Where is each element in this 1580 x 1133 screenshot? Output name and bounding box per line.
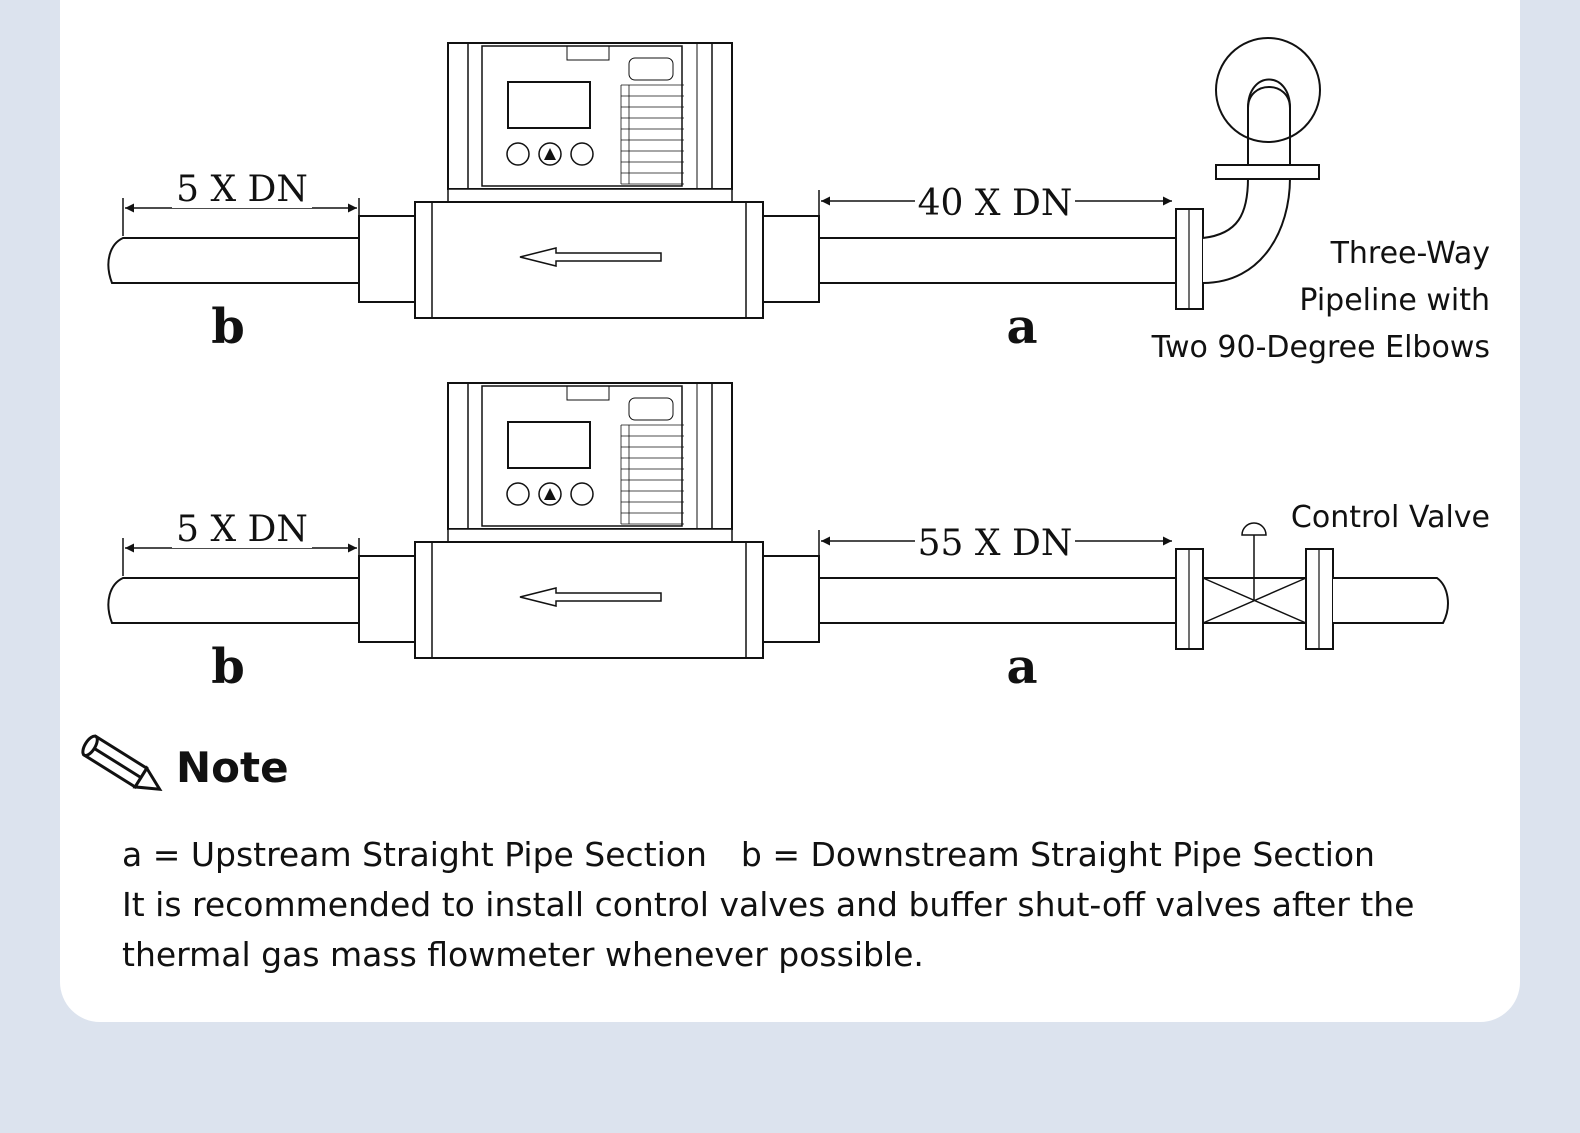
downstream-distance-label: 5 X DN <box>176 169 308 210</box>
note-header: Note <box>78 732 289 802</box>
legend-line: a = Upstream Straight Pipe Section b = Do… <box>122 830 1442 880</box>
legend-upstream: a = Upstream Straight Pipe Section <box>122 835 707 874</box>
upstream-letter: a <box>1006 639 1037 695</box>
diagram-elbow: 5 X DN b 40 X DN a <box>107 37 1321 355</box>
downstream-letter: b <box>211 299 245 355</box>
control-valve-label: Control Valve <box>1291 494 1490 541</box>
upstream-letter: a <box>1006 299 1037 355</box>
fitting-label-line: Three-Way <box>1330 236 1490 271</box>
installation-diagrams: 5 X DN b 40 X DN a 5 X DN b 55 X DN a <box>107 37 1449 695</box>
diagram-control-valve: 5 X DN b 55 X DN a <box>107 382 1449 695</box>
legend-downstream: b = Downstream Straight Pipe Section <box>740 835 1375 874</box>
elbow-fitting-label: Three-Way Pipeline with Two 90-Degree El… <box>1152 230 1490 371</box>
upstream-distance-label: 40 X DN <box>918 183 1073 224</box>
note-title: Note <box>176 742 289 792</box>
fitting-label-line: Pipeline with <box>1299 283 1490 318</box>
distance-label-b <box>172 168 312 208</box>
upstream-distance-label: 55 X DN <box>918 523 1073 564</box>
fitting-label-line: Control Valve <box>1290 500 1490 535</box>
fitting-label-line: Two 90-Degree Elbows <box>1151 330 1490 365</box>
downstream-distance-label: 5 X DN <box>176 509 308 550</box>
recommendation-text: It is recommended to install control val… <box>122 885 1415 974</box>
pencil-icon <box>81 734 163 792</box>
note-body: a = Upstream Straight Pipe Section b = Do… <box>122 830 1442 980</box>
downstream-letter: b <box>211 639 245 695</box>
